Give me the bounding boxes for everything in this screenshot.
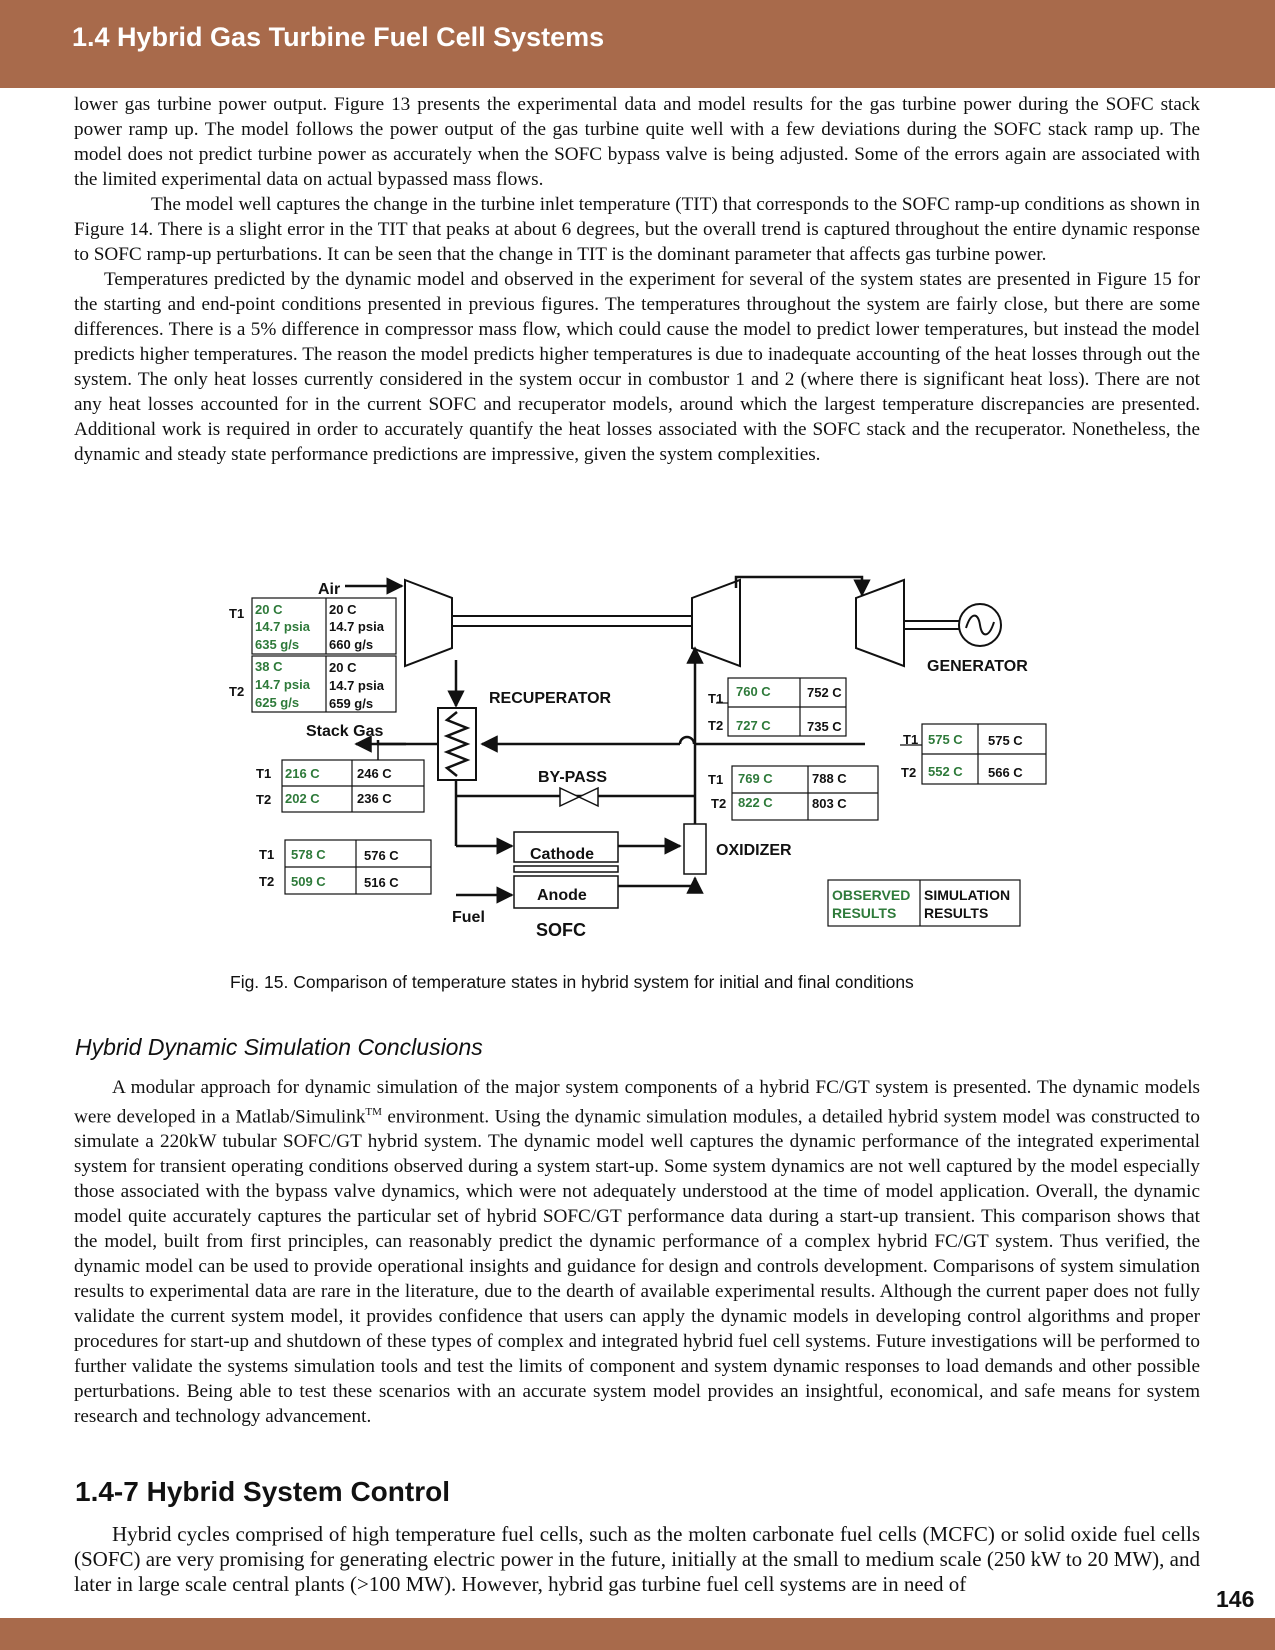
air-t1-obs-pressure: 14.7 psia	[255, 619, 311, 634]
air-t2-sim-temp: 20 C	[329, 660, 357, 675]
fuel-label: Fuel	[452, 909, 485, 926]
t1-label: T1	[903, 732, 918, 747]
section-heading: 1.4-7 Hybrid System Control	[75, 1476, 450, 1507]
bypass-label: BY-PASS	[538, 769, 607, 786]
recuperator-label: RECUPERATOR	[489, 690, 612, 707]
recup-in-t1-obs: 760 C	[736, 684, 771, 699]
t2-label: T2	[259, 874, 274, 889]
oxid-t2-obs: 822 C	[738, 795, 773, 810]
air-t2-obs-pressure: 14.7 psia	[255, 677, 311, 692]
air-t1-sim-pressure: 14.7 psia	[329, 619, 385, 634]
air-t2-sim-flow: 659 g/s	[329, 696, 373, 711]
page-number: 146	[1216, 1586, 1255, 1612]
recup-in-t2-sim: 735 C	[807, 719, 842, 734]
power-turbine-shape	[855, 578, 905, 668]
cathode-in-t1-obs: 578 C	[291, 847, 326, 862]
cathode-in-t1-sim: 576 C	[364, 848, 399, 863]
air-t1-sim-temp: 20 C	[329, 602, 357, 617]
stack-t2-sim: 236 C	[357, 791, 392, 806]
chapter-title: 1.4 Hybrid Gas Turbine Fuel Cell Systems	[72, 22, 605, 52]
paragraph: lower gas turbine power output. Figure 1…	[74, 94, 1200, 190]
air-t1-sim-flow: 660 g/s	[329, 637, 373, 652]
anode-label: Anode	[537, 887, 587, 904]
paragraph: Hybrid cycles comprised of high temperat…	[74, 1522, 1200, 1596]
t1-label: T1	[708, 772, 723, 787]
recup-in-t1-sim: 752 C	[807, 685, 842, 700]
legend-simulation-line2: RESULTS	[924, 905, 988, 921]
trademark-mark: TM	[365, 1106, 382, 1118]
cathode-in-t2-obs: 509 C	[291, 874, 326, 889]
t1-label: T1	[256, 766, 271, 781]
paragraph-start: A modular approach for dynamic simulatio…	[74, 1077, 1200, 1128]
legend-observed-line2: RESULTS	[832, 905, 896, 921]
air-t1-obs-flow: 635 g/s	[255, 637, 299, 652]
stack-t2-obs: 202 C	[285, 791, 320, 806]
t1-label: T1	[229, 606, 244, 621]
bypass-valve-icon	[559, 786, 599, 808]
air-t2-sim-pressure: 14.7 psia	[329, 678, 385, 693]
cathode-label: Cathode	[530, 846, 594, 863]
t1-label: T1	[708, 691, 723, 706]
t2-label: T2	[901, 765, 916, 780]
recup-in-t2-obs: 727 C	[736, 718, 771, 733]
stack-t1-sim: 246 C	[357, 766, 392, 781]
paragraph-rest: environment. Using the dynamic simulatio…	[74, 1106, 1200, 1428]
turbine-shape	[691, 578, 741, 668]
exhaust-t2-obs: 552 C	[928, 764, 963, 779]
t2-label: T2	[229, 684, 244, 699]
cathode-shape	[513, 831, 619, 863]
cathode-in-t2-sim: 516 C	[364, 875, 399, 890]
compressor-shape	[404, 578, 453, 668]
t2-label: T2	[256, 792, 271, 807]
oxidizer-label: OXIDIZER	[716, 842, 792, 859]
legend-observed-line1: OBSERVED	[832, 887, 910, 903]
paragraph: The model well captures the change in th…	[74, 194, 1200, 265]
air-t2-obs-flow: 625 g/s	[255, 695, 299, 710]
oxid-t1-sim: 788 C	[812, 771, 847, 786]
section-heading: Hybrid Dynamic Simulation Conclusions	[75, 1034, 483, 1060]
control-text: Hybrid cycles comprised of high temperat…	[74, 1522, 1200, 1597]
body-text-top: lower gas turbine power output. Figure 1…	[74, 92, 1200, 467]
electrolyte-shape	[513, 865, 619, 873]
exhaust-t2-sim: 566 C	[988, 765, 1023, 780]
figure-caption: Fig. 15. Comparison of temperature state…	[230, 972, 914, 992]
page-footer	[0, 1618, 1275, 1650]
stack-t1-obs: 216 C	[285, 766, 320, 781]
oxid-t1-obs: 769 C	[738, 771, 773, 786]
t2-label: T2	[711, 796, 726, 811]
exhaust-t1-obs: 575 C	[928, 732, 963, 747]
sofc-label: SOFC	[536, 920, 586, 940]
paragraph: A modular approach for dynamic simulatio…	[74, 1075, 1200, 1429]
paragraph: Temperatures predicted by the dynamic mo…	[74, 269, 1200, 465]
oxid-t2-sim: 803 C	[812, 796, 847, 811]
exhaust-t1-sim: 575 C	[988, 733, 1023, 748]
t1-label: T1	[259, 847, 274, 862]
conclusions-text: A modular approach for dynamic simulatio…	[74, 1075, 1200, 1429]
oxidizer-shape	[683, 823, 707, 875]
air-label: Air	[318, 581, 340, 598]
anode-shape	[513, 875, 619, 909]
hybrid-system-diagram: Air T1 T2 20 C 14.7 psia 635 g/s 20 C 14…	[229, 575, 1047, 940]
stack-gas-label: Stack Gas	[306, 723, 383, 740]
t2-label: T2	[708, 718, 723, 733]
page-header: 1.4 Hybrid Gas Turbine Fuel Cell Systems	[0, 0, 1275, 88]
legend-simulation-line1: SIMULATION	[924, 887, 1010, 903]
generator-label: GENERATOR	[927, 658, 1028, 675]
air-t2-obs-temp: 38 C	[255, 659, 283, 674]
air-t1-obs-temp: 20 C	[255, 602, 283, 617]
